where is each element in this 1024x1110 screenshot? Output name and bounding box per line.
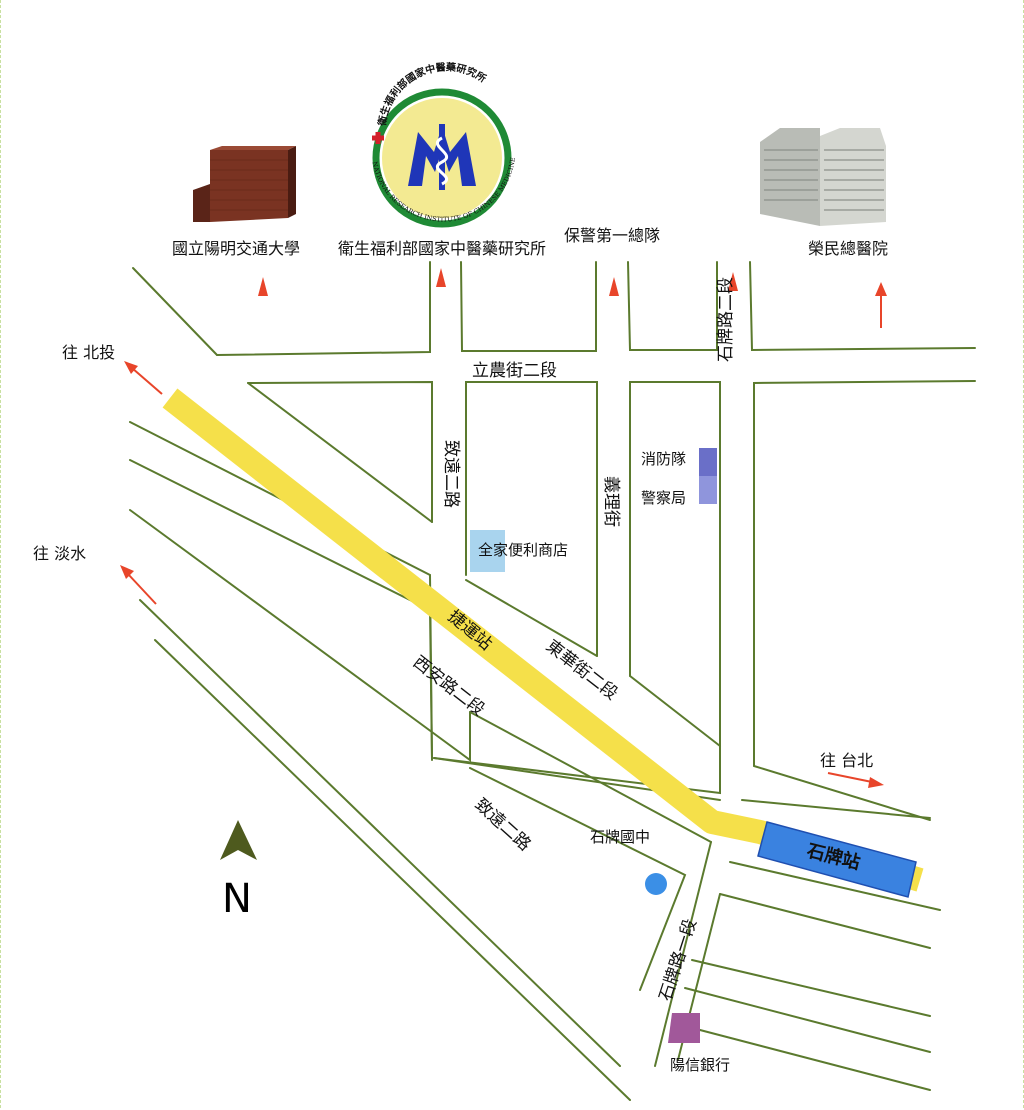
security-corps-label: 保警第一總隊 (564, 226, 660, 245)
up-arrow-icon (609, 277, 619, 296)
university-building-icon (193, 146, 296, 222)
family-mart-label: 全家便利商店 (478, 541, 568, 559)
arrow-taipei-icon (827, 772, 884, 788)
direction-tamsui-label: 往 淡水 (33, 544, 86, 563)
school-marker (645, 873, 667, 895)
school-label: 石牌國中 (590, 828, 650, 846)
bank-label: 陽信銀行 (670, 1056, 730, 1074)
north-compass-icon: N (220, 820, 257, 922)
compass-label: N (222, 876, 252, 922)
university-label: 國立陽明交通大學 (172, 239, 300, 258)
up-arrow-icon (436, 268, 446, 287)
up-arrow-icon (258, 277, 268, 296)
fire-station-label: 消防隊 (641, 450, 686, 468)
yili-road-label: 義理街 (601, 476, 621, 527)
road-network (129, 261, 976, 1101)
direction-taipei-label: 往 台北 (820, 751, 873, 770)
fire-station-marker (699, 448, 717, 476)
up-arrow-icon (728, 272, 738, 291)
up-arrow-icon (875, 282, 887, 328)
shipai-station: 石牌站 (757, 821, 917, 898)
arrow-beitou-icon (124, 361, 163, 395)
bank-marker (668, 1013, 700, 1043)
police-label: 警察局 (641, 489, 686, 507)
institute-label: 衛生福利部國家中醫藥研究所 (338, 239, 546, 258)
institute-logo: 衛生福利部國家中醫藥研究所 NATIONAL RESEARCH INSTITUT… (364, 60, 520, 236)
hospital-building-icon (760, 128, 886, 226)
mrt-line (162, 388, 924, 892)
linong-road-label: 立農街二段 (472, 361, 557, 381)
police-marker (699, 476, 717, 504)
zhiyuan-road-lower-label: 致遠二路 (471, 795, 535, 855)
direction-beitou-label: 往 北投 (62, 343, 115, 362)
zhiyuan-road-upper-label: 致遠二路 (441, 440, 461, 508)
hospital-label: 榮民總醫院 (808, 239, 888, 258)
xian-road-label: 西安路二段 (409, 652, 488, 720)
arrow-tamsui-icon (120, 565, 157, 605)
family-mart-marker (470, 530, 505, 572)
shipai-road-2-label: 石牌路二段 (716, 277, 736, 362)
